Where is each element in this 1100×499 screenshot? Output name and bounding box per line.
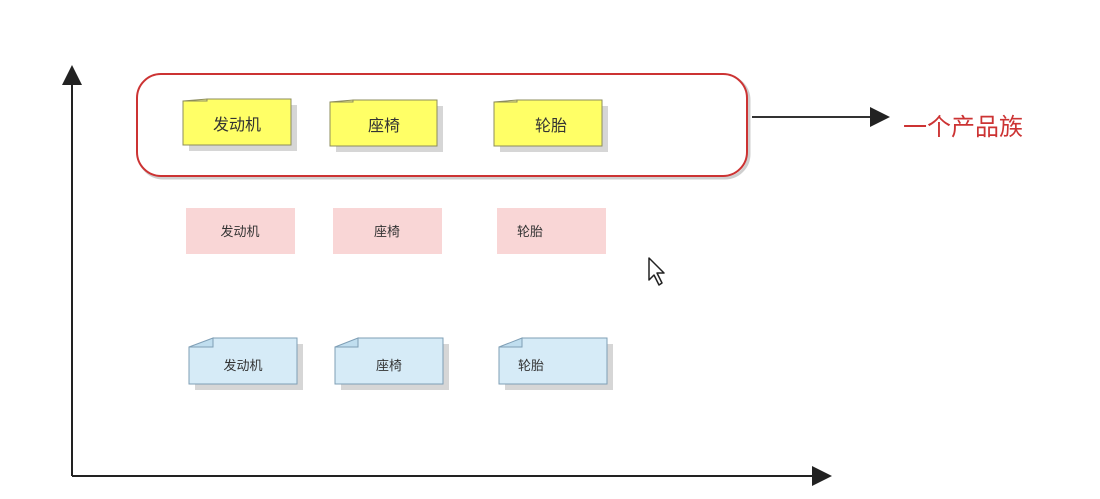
blue-note-engine: 发动机 [188,337,303,390]
yellow-note-seat: 座椅 [329,99,443,152]
pink-box-label: 座椅 [374,225,400,240]
yellow-note-label: 座椅 [368,116,400,135]
note-fold [493,99,518,103]
mouse-cursor-icon [648,257,665,286]
yellow-note-label: 轮胎 [535,116,567,135]
row-pink: 发动机 座椅 轮胎 [186,208,606,254]
pink-box-label: 轮胎 [517,225,543,240]
yellow-note-engine: 发动机 [182,98,297,151]
blue-note-label: 座椅 [376,359,402,374]
note-fold [329,99,354,103]
row-blue: 发动机 座椅 轮胎 [188,337,613,390]
note-fold [188,337,214,348]
blue-note-label: 发动机 [223,358,262,374]
blue-note-label: 轮胎 [518,359,544,374]
blue-note-tire: 轮胎 [498,337,613,390]
pink-box-seat [333,208,442,254]
family-label: 一个产品族 [903,113,1023,141]
pink-box-engine [186,208,295,254]
yellow-note-label: 发动机 [213,115,261,134]
note-fold [334,337,359,348]
pink-box-tire [497,208,606,254]
blue-note-seat: 座椅 [334,337,449,390]
row-yellow: 发动机 座椅 轮胎 [182,98,608,152]
note-fold [182,98,208,102]
yellow-note-tire: 轮胎 [493,99,608,152]
pink-box-label: 发动机 [220,224,259,240]
note-fold [498,337,523,348]
